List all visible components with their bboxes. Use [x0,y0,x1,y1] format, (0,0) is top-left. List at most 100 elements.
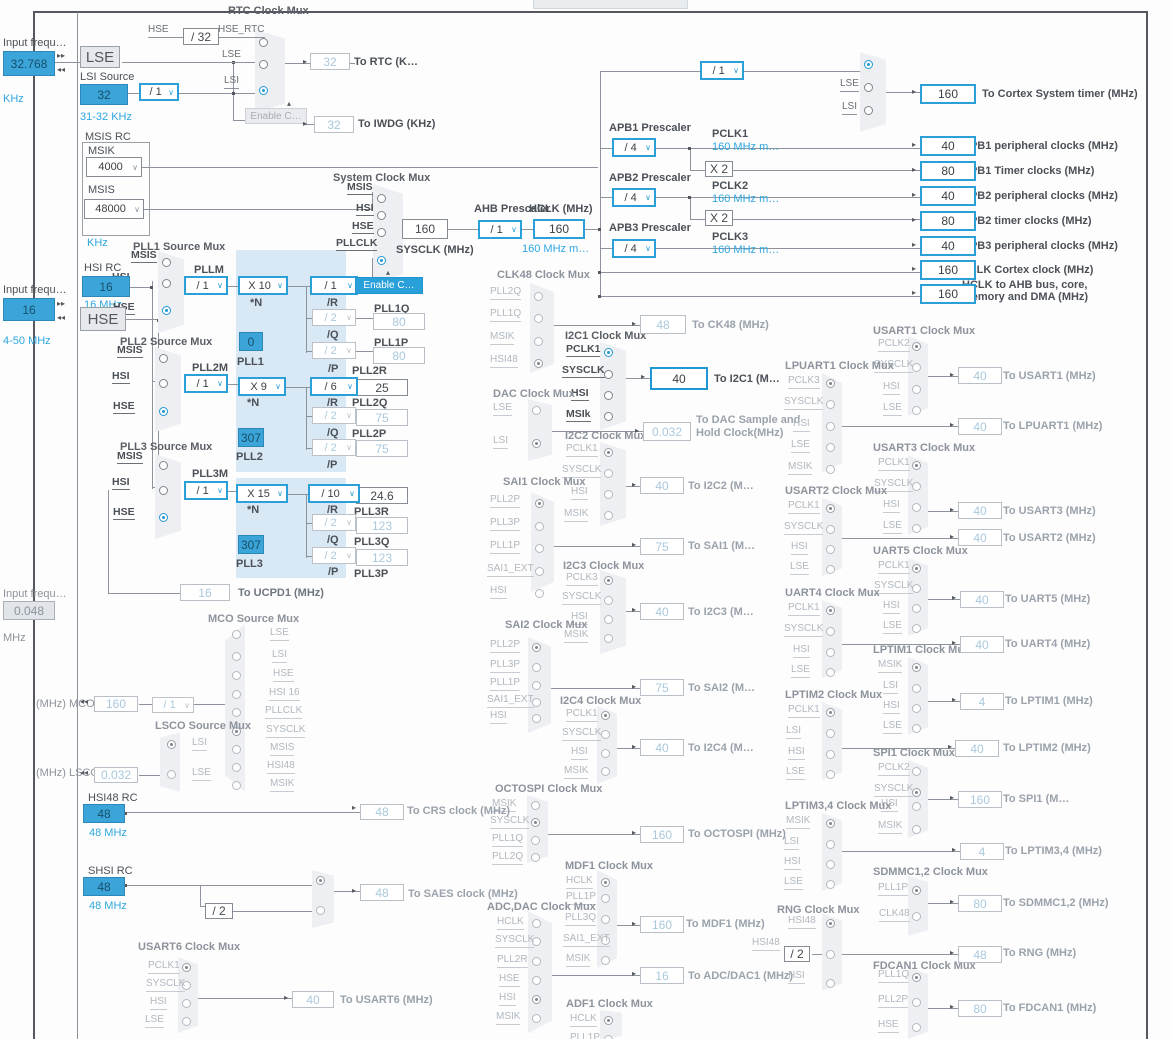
sdmmc-clock-mux-radio-1[interactable] [912,912,921,921]
apb1-periph-freq[interactable]: 40 [920,136,976,156]
uart4-clock-mux-radio-3[interactable] [826,668,835,677]
usart2-clock-mux-radio-0[interactable] [826,504,835,513]
sai2-clock-mux-radio-1[interactable] [532,663,541,672]
apb1-prescaler[interactable]: / 4∨ [612,138,656,157]
fclk-freq[interactable]: 160 [920,260,976,280]
pll1-source-mux-radio-0[interactable] [162,258,171,267]
i2c2-clock-mux-radio-0[interactable] [604,448,613,457]
i2c1-clock-mux-radio-0[interactable] [604,348,613,357]
hse-input-freq[interactable]: 16 [3,298,55,321]
pll2-source-mux-radio-2[interactable] [159,407,168,416]
pll3-source-mux-radio-1[interactable] [159,486,168,495]
msik-freq-select[interactable]: 4000∨ [86,157,142,177]
usart3-clock-mux-radio-1[interactable] [912,482,921,491]
adc-dac-clock-mux-radio-4[interactable] [532,995,541,1004]
usart2-clock-mux-radio-1[interactable] [826,525,835,534]
sai2-clock-mux-radio-2[interactable] [532,681,541,690]
lpuart1-clock-mux-radio-0[interactable] [826,379,835,388]
mco-source-mux-radio-8[interactable] [232,781,241,790]
lptim2-clock-mux-radio-0[interactable] [826,708,835,717]
clk48-clock-mux-radio-2[interactable] [534,337,543,346]
rng-clock-mux-radio-2[interactable] [826,979,835,988]
uart5-clock-mux-radio-2[interactable] [912,604,921,613]
lsi-freq[interactable]: 32 [80,84,128,105]
fdcan1-clock-mux-radio-0[interactable] [912,973,921,982]
lptim1-clock-mux-radio-3[interactable] [912,724,921,733]
apb1-timer-freq[interactable]: 80 [920,161,976,181]
pll3-r-divider[interactable]: / 10∨ [308,484,360,503]
i2c3-clock-mux-radio-0[interactable] [604,576,613,585]
pllm-divider[interactable]: / 1∨ [184,276,228,295]
i2c3-clock-mux-radio-1[interactable] [604,596,613,605]
cortex-timer-freq[interactable]: 160 [920,84,976,104]
saes-clock-mux-radio-1[interactable] [316,906,325,915]
cortex-timer-mux-radio-1[interactable] [864,83,873,92]
uart5-clock-mux-radio-0[interactable] [912,564,921,573]
mdf1-clock-mux-radio-2[interactable] [601,915,610,924]
i2c2-clock-mux-radio-3[interactable] [604,511,613,520]
sdmmc-clock-mux-radio-0[interactable] [912,886,921,895]
clk48-clock-mux-radio-3[interactable] [534,359,543,368]
clk48-clock-mux-radio-1[interactable] [534,314,543,323]
sai2-clock-mux-radio-0[interactable] [532,643,541,652]
sai2-clock-mux-radio-4[interactable] [532,714,541,723]
cortex-timer-mux-radio-0[interactable] [864,60,873,69]
lptim2-clock-mux-radio-1[interactable] [826,729,835,738]
pll3m-divider[interactable]: / 1∨ [184,481,228,500]
adf1-clock-mux-radio-0[interactable] [604,1016,613,1025]
i2c1-freq[interactable]: 40 [650,367,708,390]
lpuart1-clock-mux-radio-2[interactable] [826,422,835,431]
sai1-clock-mux-radio-4[interactable] [535,589,544,598]
lptim34-clock-mux-radio-0[interactable] [826,819,835,828]
mco-source-mux-radio-5[interactable] [232,727,241,736]
mco-source-mux-radio-0[interactable] [232,630,241,639]
spi1-clock-mux-radio-1[interactable] [912,788,921,797]
lptim34-clock-mux-radio-1[interactable] [826,840,835,849]
pll3-q-divider[interactable]: / 2∨ [312,514,356,531]
hclk-ahb-freq[interactable]: 160 [920,284,976,304]
mco-source-mux-radio-3[interactable] [232,690,241,699]
i2c4-clock-mux-radio-2[interactable] [601,749,610,758]
hse-button[interactable]: HSE [80,307,126,331]
pll1-r-divider[interactable]: / 1∨ [310,276,358,295]
lpuart1-clock-mux-radio-4[interactable] [826,465,835,474]
apb3-prescaler[interactable]: / 4∨ [612,239,656,258]
system-clock-mux-radio-2[interactable] [377,228,386,237]
enable-rtc-clock-button[interactable]: Enable C… [245,108,307,124]
pll2-source-mux-radio-0[interactable] [159,354,168,363]
sai1-clock-mux-radio-2[interactable] [535,544,544,553]
octospi-clock-mux-radio-1[interactable] [531,818,540,827]
usart3-clock-mux-radio-3[interactable] [912,524,921,533]
adc-dac-clock-mux-radio-1[interactable] [532,937,541,946]
pll2m-divider[interactable]: / 1∨ [184,374,228,393]
uart4-clock-mux-radio-1[interactable] [826,627,835,636]
octospi-clock-mux-radio-3[interactable] [531,853,540,862]
i2c1-clock-mux-radio-2[interactable] [604,391,613,400]
hsi-freq[interactable]: 16 [82,276,130,297]
i2c3-clock-mux-radio-2[interactable] [604,615,613,624]
i2c1-clock-mux-radio-1[interactable] [604,370,613,379]
rng-clock-mux-radio-1[interactable] [826,950,835,959]
saes-clock-mux-radio-0[interactable] [316,876,325,885]
spi1-clock-mux-radio-3[interactable] [912,825,921,834]
pll2-p-divider[interactable]: / 2∨ [312,439,356,456]
lse-input-freq[interactable]: 32.768 [3,51,55,76]
pll1-p-divider[interactable]: / 2∨ [312,342,356,359]
uart5-clock-mux-radio-1[interactable] [912,584,921,593]
i2c1-clock-mux-radio-3[interactable] [604,412,613,421]
pll1-fracn[interactable]: 0 [239,332,263,351]
uart5-clock-mux-radio-3[interactable] [912,624,921,633]
pll3-fracn[interactable]: 307 [238,535,264,554]
rng-clock-mux-radio-0[interactable] [826,919,835,928]
lsi-prescaler[interactable]: / 1∨ [139,83,179,101]
apb3-periph-freq[interactable]: 40 [920,236,976,256]
ahb-prescaler[interactable]: / 1∨ [478,220,522,239]
lptim34-clock-mux-radio-3[interactable] [826,880,835,889]
pll2-q-divider[interactable]: / 2∨ [312,407,356,424]
usart2-clock-mux-radio-2[interactable] [826,545,835,554]
fdcan1-clock-mux-radio-2[interactable] [912,1023,921,1032]
uart4-clock-mux-radio-2[interactable] [826,648,835,657]
lptim2-clock-mux-radio-3[interactable] [826,770,835,779]
pll3-source-mux-radio-2[interactable] [159,513,168,522]
mco-source-mux-radio-1[interactable] [232,652,241,661]
